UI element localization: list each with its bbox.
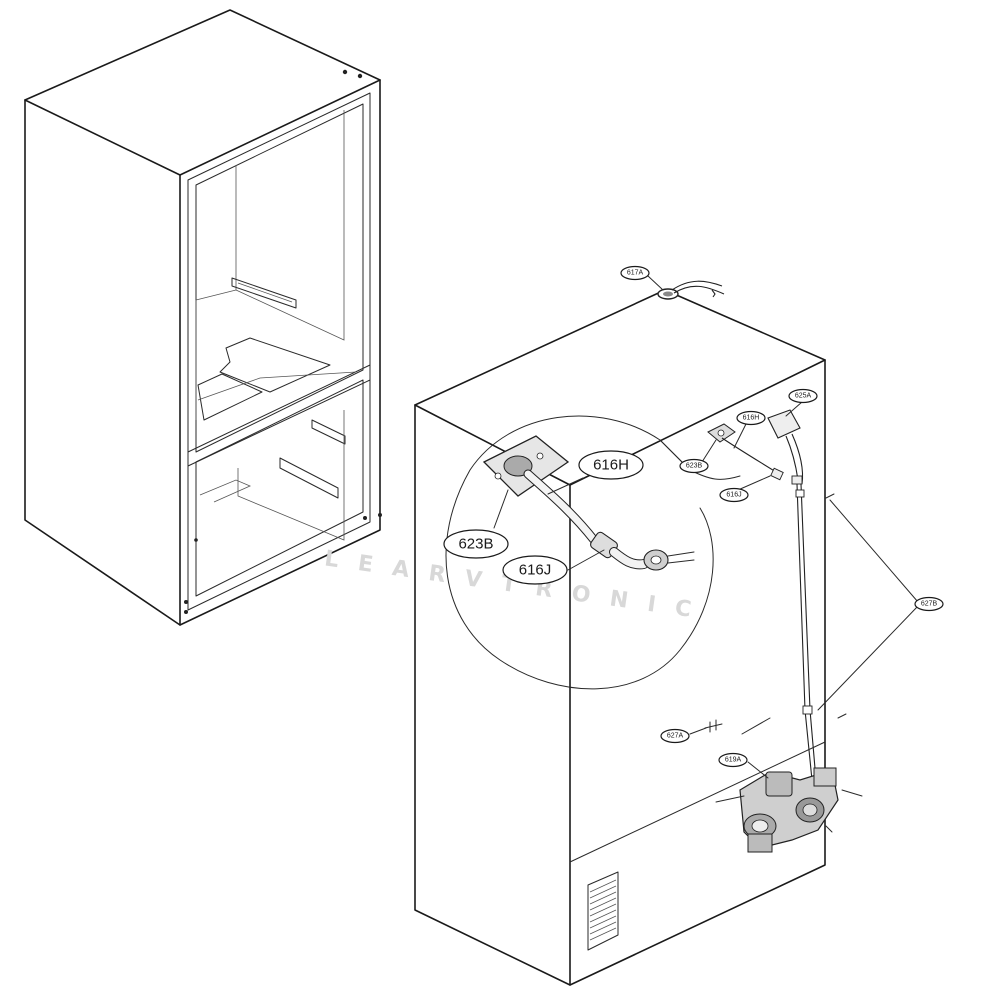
rear-cabinet-outline: [414, 289, 826, 986]
vent-grille: [587, 871, 619, 951]
water-line-assembly: [704, 409, 863, 853]
water-valve-619a: [715, 767, 863, 853]
svg-text:616J: 616J: [519, 562, 552, 579]
shelf-rail-groove: [237, 282, 293, 303]
freezer-slide-right: [311, 419, 346, 445]
cabinet-frame: [187, 92, 371, 611]
machine-compartment-edge: [569, 741, 826, 863]
svg-text:623B: 623B: [458, 536, 493, 553]
screw-dot: [184, 610, 188, 614]
liner-lower: [197, 371, 357, 401]
svg-text:619A: 619A: [725, 757, 742, 764]
svg-text:627B: 627B: [921, 601, 938, 608]
callout-616h-large: 616H: [578, 450, 644, 480]
callout-616j-large: 616J: [502, 555, 568, 585]
screw-dot: [378, 513, 382, 517]
callout-627a: 627A: [660, 728, 690, 744]
screw-dot: [363, 516, 367, 520]
crisper-cover-right: [219, 337, 331, 393]
freezer-opening: [195, 379, 364, 597]
crisper-cover-left: [197, 373, 263, 421]
freezer-slide-left: [279, 457, 339, 499]
screw-dot: [357, 73, 363, 79]
callout-617a: 617A: [620, 265, 650, 281]
mullion: [187, 364, 371, 467]
liner-floor-edge: [195, 289, 237, 301]
svg-text:625A: 625A: [795, 393, 812, 400]
freezer-liner-back: [237, 410, 345, 541]
callout-619a: 619A: [718, 752, 748, 768]
screw-dot: [194, 538, 198, 542]
freezer-bracket: [199, 479, 251, 503]
leader-lines: [493, 275, 919, 779]
screw-627a: [704, 717, 771, 735]
callout-627b: 627B: [914, 596, 944, 612]
svg-text:616J: 616J: [726, 492, 741, 499]
cabinet-front-view: [24, 9, 382, 626]
top-grommet: [657, 280, 725, 300]
callout-623b-large: 623B: [443, 529, 509, 559]
liner-back: [235, 110, 345, 341]
cabinet-top-front-edge: [24, 79, 381, 176]
svg-text:617A: 617A: [627, 270, 644, 277]
cabinet-outline: [24, 9, 381, 626]
cabinet-rear-view: L E A R V T R O N I C 617A 625A: [323, 265, 944, 986]
svg-text:627A: 627A: [667, 733, 684, 740]
detail-magnifier: L E A R V T R O N I C: [323, 415, 741, 690]
callout-616h-small: 616H: [736, 410, 766, 426]
filter-head-625a: [767, 409, 801, 439]
tube-clip: [795, 489, 805, 498]
callout-625a: 625A: [788, 388, 818, 404]
tube-clip: [802, 705, 813, 715]
svg-text:616H: 616H: [593, 457, 629, 474]
screw-dot: [184, 600, 188, 604]
callout-616j-small: 616J: [719, 487, 749, 503]
watermark: L E A R V T R O N I C: [323, 546, 699, 623]
svg-text:616H: 616H: [743, 415, 760, 422]
screw-dot: [342, 69, 348, 75]
svg-text:623B: 623B: [686, 463, 703, 470]
callout-623b-small: 623B: [679, 458, 709, 474]
shelf-rail: [231, 277, 297, 309]
